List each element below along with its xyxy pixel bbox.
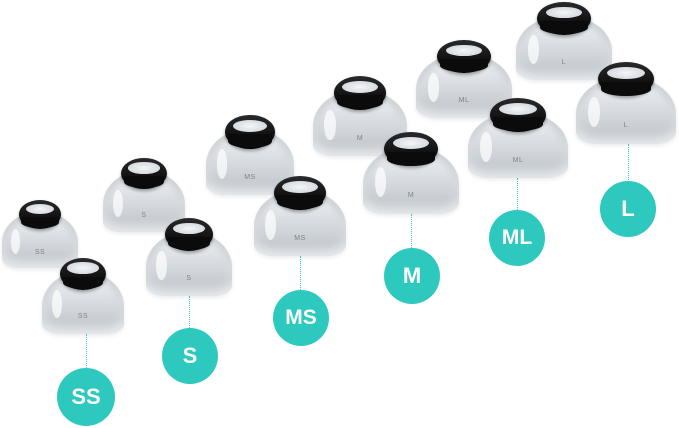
size-badge-s: S — [162, 328, 218, 384]
leader-line-l — [628, 144, 629, 182]
ear-tip-ms-back: MS — [206, 115, 294, 195]
ear-tip-size-mark: SS — [34, 248, 46, 256]
ear-tip-size-mark: L — [623, 122, 629, 130]
leader-line-s — [189, 296, 190, 328]
ear-tip-ss-back: SS — [2, 200, 78, 268]
ear-tip-ss-front: SS — [42, 258, 124, 334]
ear-tip-ml-back: ML — [416, 40, 512, 118]
leader-line-m — [411, 214, 412, 248]
ear-tip-size-mark: SS — [77, 313, 89, 321]
ear-tip-l-back: L — [516, 2, 612, 80]
leader-line-ms — [300, 256, 301, 290]
ear-tip-size-mark: ML — [458, 96, 470, 104]
ear-tip-l-front: L — [576, 62, 676, 144]
ear-tip-size-mark: MS — [294, 234, 306, 242]
ear-tip-size-mark: M — [407, 192, 415, 200]
size-badge-l: L — [600, 181, 656, 237]
ear-tip-size-mark: M — [356, 134, 364, 142]
size-badge-ml: ML — [489, 210, 545, 266]
ear-tip-size-mark: ML — [512, 156, 524, 164]
ear-tip-s-front: S — [146, 218, 232, 296]
ear-tip-size-mark: S — [186, 274, 192, 282]
leader-line-ss — [86, 334, 87, 368]
ear-tip-size-mark: L — [561, 58, 567, 66]
ear-tip-ms-front: MS — [254, 176, 346, 256]
leader-line-ml — [517, 178, 518, 210]
size-badge-ms: MS — [273, 290, 329, 346]
ear-tip-ml-front: ML — [468, 98, 568, 178]
ear-tip-size-mark: MS — [244, 173, 256, 181]
ear-tip-m-front: M — [363, 132, 459, 214]
size-badge-ss: SS — [57, 368, 115, 426]
size-badge-m: M — [384, 248, 440, 304]
ear-tip-size-mark: S — [141, 211, 147, 219]
